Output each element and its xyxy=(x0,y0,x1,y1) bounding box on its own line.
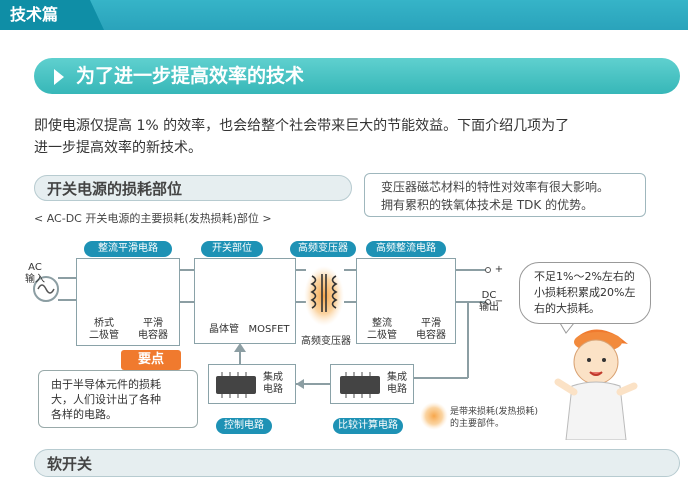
arrow-left-icon xyxy=(296,379,304,389)
legend-text: 是带来损耗(发热损耗) 的主要部件。 xyxy=(450,406,538,430)
tag-rect-smooth: 整流平滑电路 xyxy=(84,241,172,257)
rect-diode-label: 整流 二极管 xyxy=(362,318,402,342)
ic1-label: 集成 电路 xyxy=(258,372,288,396)
smooth-cap2-label-2: 电容器 xyxy=(416,330,446,341)
switch-box xyxy=(194,258,296,344)
bubble-line-2: 小损耗积累成20%左 xyxy=(534,286,636,299)
banner-title: 为了进一步提高效率的技术 xyxy=(76,65,305,87)
point-note: 由于半导体元件的损耗 大，人们设计出了各种 各样的电路。 xyxy=(38,370,198,428)
control-ic-box xyxy=(208,364,296,404)
rect-smooth-box xyxy=(76,258,180,346)
top-bar xyxy=(0,0,688,30)
smooth-cap-label-1: 平滑 xyxy=(143,318,163,329)
rect-diode-label-1: 整流 xyxy=(372,318,392,329)
ic1-label-2: 电路 xyxy=(263,384,283,395)
loss-section-title: 开关电源的损耗部位 xyxy=(34,175,352,201)
ic-chip-icon xyxy=(216,372,256,398)
hf-rectifier-box xyxy=(356,258,456,344)
rect-diode-label-2: 二极管 xyxy=(367,330,397,341)
transistor-label: 晶体管 xyxy=(209,324,239,335)
point-line-2: 大，人们设计出了各种 xyxy=(51,393,161,406)
minus-label: − xyxy=(494,296,504,307)
output-label: 输出 xyxy=(479,302,499,313)
transformer-label: 高频变压器 xyxy=(301,336,351,347)
tag-hf-transformer: 高频变压器 xyxy=(290,241,356,257)
point-line-3: 各样的电路。 xyxy=(51,408,117,421)
input-label: 输入 xyxy=(25,274,45,285)
intro-line-2: 进一步提高效率的新技术。 xyxy=(34,140,202,156)
section-tab: 技术篇 xyxy=(0,0,104,30)
dc-label: DC xyxy=(481,290,497,301)
ic1-label-1: 集成 xyxy=(263,372,283,383)
tag-hf-rectifier: 高频整流电路 xyxy=(366,241,446,257)
smooth-cap-label: 平滑 电容器 xyxy=(132,318,174,342)
legend-line-1: 是带来损耗(发热损耗) xyxy=(450,407,539,417)
compare-ic-box xyxy=(330,364,414,404)
tag-control: 控制电路 xyxy=(216,418,272,434)
diagram-caption: < AC-DC 开关电源的主要损耗(发热损耗)部位 > xyxy=(34,212,272,225)
transformer-note: 变压器磁芯材料的特性对效率有很大影响。 拥有累积的铁氧体技术是 TDK 的优势。 xyxy=(364,173,646,217)
note-line-2: 拥有累积的铁氧体技术是 TDK 的优势。 xyxy=(381,198,594,212)
bubble-line-1: 不足1%～2%左右的 xyxy=(534,270,635,283)
intro-text: 即使电源仅提高 1% 的效率，也会给整个社会带来巨大的节能效益。下面介绍几项为了… xyxy=(34,115,679,159)
arrow-up-icon xyxy=(234,343,246,352)
bridge-label: 桥式 二极管 xyxy=(84,318,124,342)
mascot-character-icon xyxy=(554,329,638,440)
speech-bubble: 不足1%～2%左右的 小损耗积累成20%左 右的大损耗。 xyxy=(519,262,651,324)
soft-switch-section-title: 软开关 xyxy=(34,449,680,477)
point-line-1: 由于半导体元件的损耗 xyxy=(51,378,161,391)
legend-line-2: 的主要部件。 xyxy=(450,419,505,429)
legend-glow-icon xyxy=(420,402,448,430)
intro-line-1: 即使电源仅提高 1% 的效率，也会给整个社会带来巨大的节能效益。下面介绍几项为了 xyxy=(34,118,570,134)
bubble-line-3: 右的大损耗。 xyxy=(534,302,600,315)
smooth-cap2-label-1: 平滑 xyxy=(421,318,441,329)
mosfet-label: MOSFET xyxy=(248,324,290,335)
ac-label: AC xyxy=(28,262,42,273)
page-banner: 为了进一步提高效率的技术 xyxy=(34,58,680,94)
ic2-label-2: 电路 xyxy=(387,384,407,395)
smooth-cap2-label: 平滑 电容器 xyxy=(410,318,452,342)
tag-compare: 比较计算电路 xyxy=(333,418,403,434)
ic2-label-1: 集成 xyxy=(387,372,407,383)
point-badge: 要点 xyxy=(121,350,181,370)
bridge-label-1: 桥式 xyxy=(94,318,114,329)
plus-label: + xyxy=(494,264,504,275)
ic2-label: 集成 电路 xyxy=(382,372,412,396)
play-triangle-icon xyxy=(54,68,64,85)
bridge-label-2: 二极管 xyxy=(89,330,119,341)
note-line-1: 变压器磁芯材料的特性对效率有很大影响。 xyxy=(381,180,610,194)
smooth-cap-label-2: 电容器 xyxy=(138,330,168,341)
tag-switch: 开关部位 xyxy=(201,241,263,257)
ac-input-label: AC 输入 xyxy=(22,262,48,286)
dc-output-label: DC 输出 xyxy=(476,290,502,314)
ic-chip-2-icon xyxy=(340,372,380,398)
transformer-icon xyxy=(310,274,338,312)
